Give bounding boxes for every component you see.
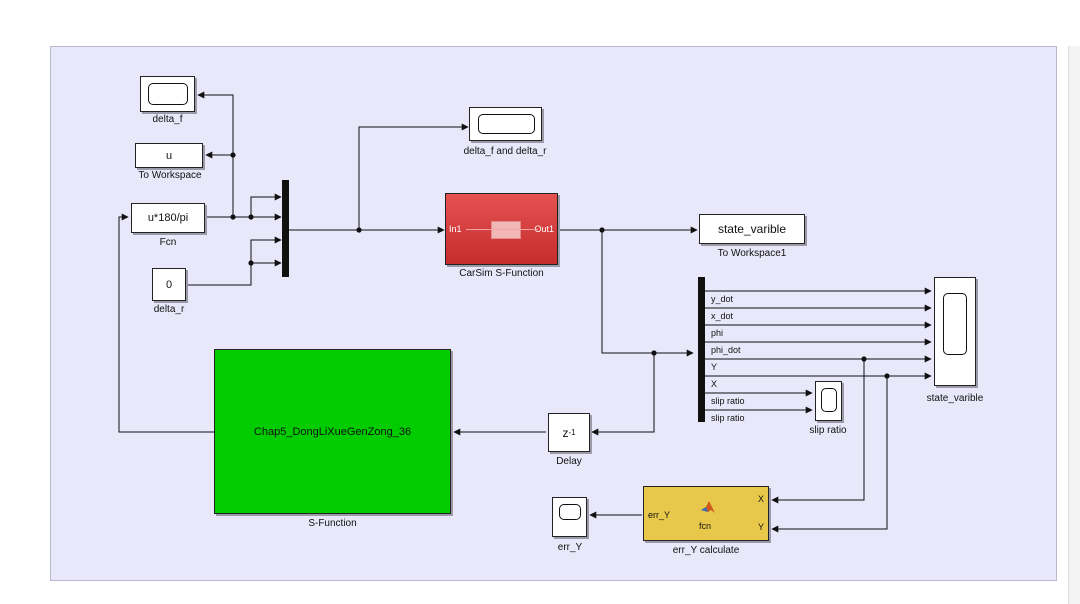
delay-z-text: z	[562, 425, 569, 440]
errcalc-input-port: err_Y	[648, 510, 671, 520]
scope-screen-icon	[148, 83, 188, 105]
carsim-input-port: In1	[449, 224, 462, 234]
carsim-s-function-block[interactable]: In1 Out1	[445, 193, 558, 265]
signal-label-phi-dot: phi_dot	[711, 345, 741, 355]
signal-label-phi: phi	[711, 328, 724, 338]
signal-label-Y: Y	[711, 362, 718, 372]
delay-exponent: -1	[568, 428, 576, 437]
matlab-logo-icon	[701, 501, 715, 513]
slip-ratio-scope-label: slip ratio	[809, 425, 847, 436]
demux-block[interactable]	[698, 277, 705, 422]
side-panel-edge	[1068, 46, 1080, 604]
s-function-block[interactable]: Chap5_DongLiXueGenZong_36	[214, 349, 451, 514]
scope-screen-icon	[821, 388, 837, 412]
fcn-block[interactable]: u*180/pi	[131, 203, 205, 233]
carsim-inner-line	[466, 229, 538, 230]
state-to-workspace-block[interactable]: state_varible	[699, 214, 805, 244]
delta-r-constant-block[interactable]: 0	[152, 268, 186, 301]
state-varible-scope[interactable]	[934, 277, 976, 386]
state-varible-scope-label: state_varible	[926, 393, 984, 404]
delta-f-scope[interactable]	[140, 76, 195, 112]
errcalc-fcn-text: fcn	[699, 521, 712, 531]
delta-r-label: delta_r	[153, 304, 185, 315]
s-function-label: S-Function	[308, 518, 357, 529]
u-to-workspace-block[interactable]: u	[135, 143, 203, 168]
mux-block[interactable]	[282, 180, 289, 277]
scope-screen-icon	[478, 114, 535, 134]
err-y-calculate-block[interactable]: err_Y X Y fcn	[643, 486, 769, 541]
err-y-scope[interactable]	[552, 497, 587, 537]
signal-label-slip-ratio-2: slip ratio	[711, 413, 745, 423]
carsim-output-port: Out1	[534, 224, 554, 234]
fcn-label: Fcn	[159, 237, 177, 248]
carsim-inner-icon	[491, 221, 521, 239]
slip-ratio-scope[interactable]	[815, 381, 842, 421]
scope-screen-icon	[559, 504, 581, 520]
delay-block[interactable]: z-1	[548, 413, 590, 452]
signal-label-slip-ratio-1: slip ratio	[711, 396, 745, 406]
err-y-scope-label: err_Y	[557, 542, 583, 553]
signal-label-x-dot: x_dot	[711, 311, 734, 321]
state-to-workspace-label: To Workspace1	[717, 248, 787, 259]
delta-f-scope-label: delta_f	[152, 114, 183, 125]
scope-screen-icon	[943, 293, 967, 355]
signal-label-X: X	[711, 379, 718, 389]
delta-f-and-delta-r-scope[interactable]	[469, 107, 542, 141]
errcalc-y-port: Y	[757, 522, 764, 532]
signal-label-y-dot: y_dot	[711, 294, 734, 304]
err-y-calculate-label: err_Y calculate	[672, 545, 740, 556]
delta-f-and-delta-r-scope-label: delta_f and delta_r	[463, 146, 547, 157]
errcalc-x-port: X	[757, 494, 764, 504]
u-to-workspace-label: To Workspace	[138, 170, 202, 181]
delay-label: Delay	[556, 456, 582, 467]
carsim-label: CarSim S-Function	[459, 268, 544, 279]
